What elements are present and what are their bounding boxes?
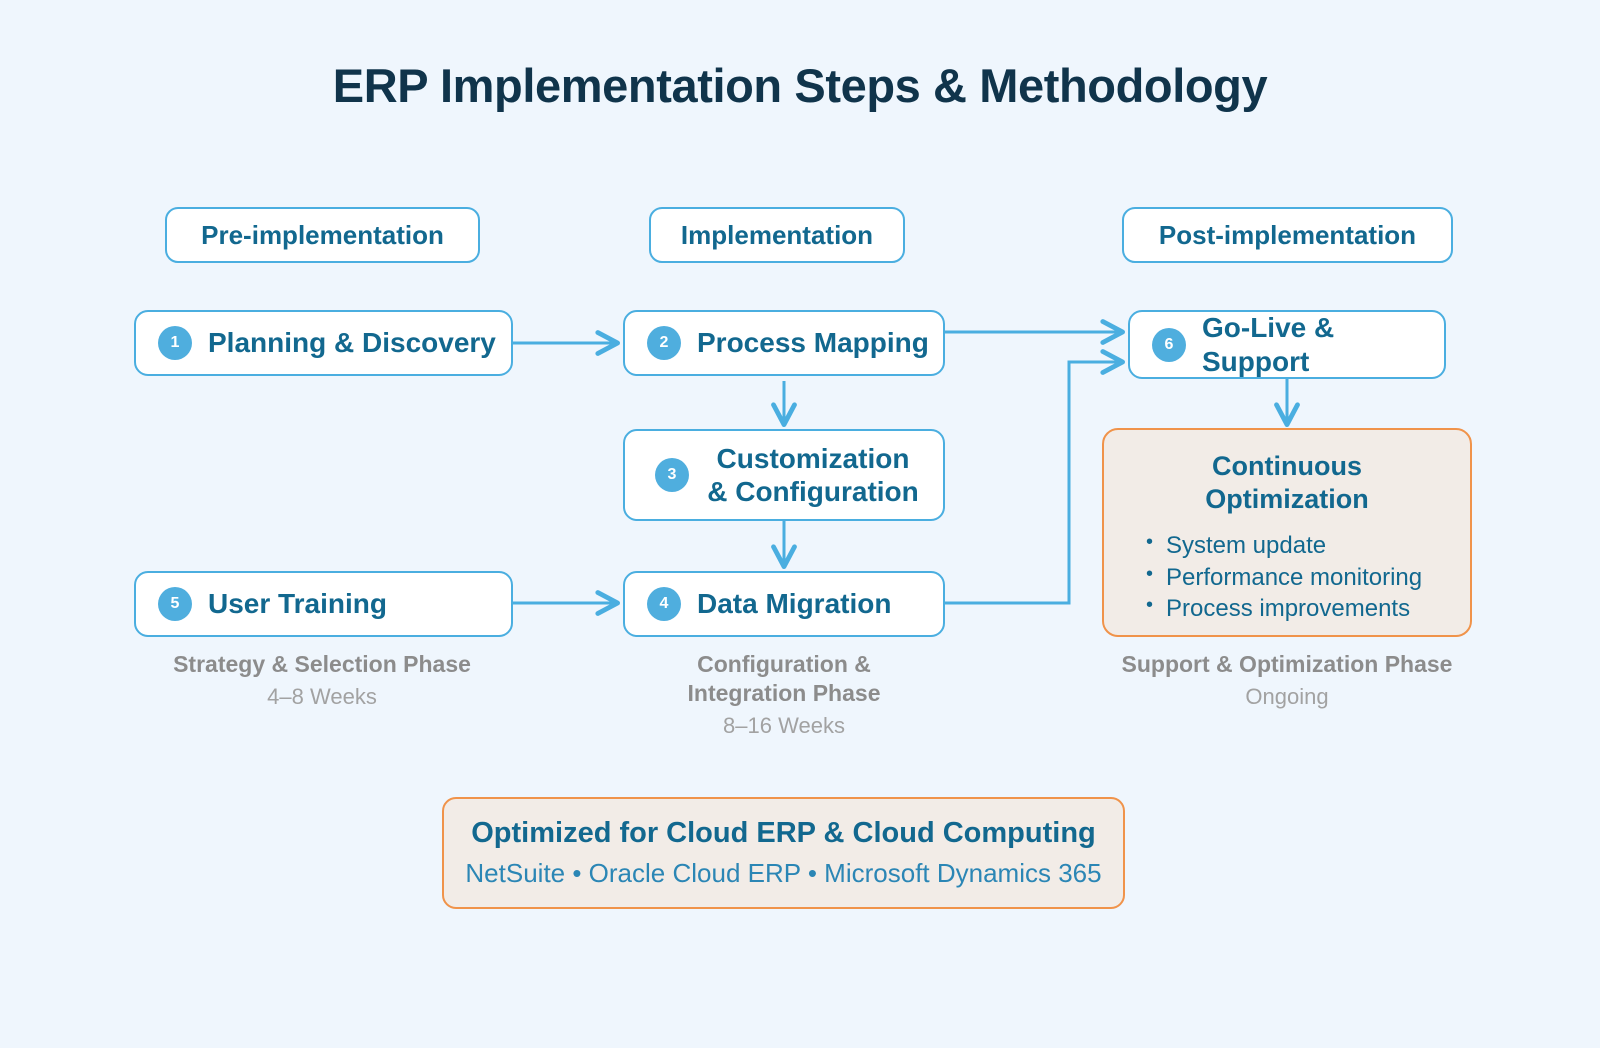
banner-subline: NetSuite • Oracle Cloud ERP • Microsoft … — [465, 858, 1102, 888]
optimization-title: Continuous Optimization — [1205, 451, 1369, 514]
step-box-process-mapping[interactable]: 2 Process Mapping — [623, 310, 945, 376]
phase-header-implementation: Implementation — [649, 207, 905, 263]
banner-headline: Optimized for Cloud ERP & Cloud Computin… — [471, 817, 1096, 849]
step-box-customization-configuration[interactable]: 3 Customization & Configuration — [623, 429, 945, 521]
phase-caption-implementation: Configuration & Integration Phase 8–16 W… — [623, 650, 945, 739]
caption-duration: Ongoing — [1245, 684, 1329, 710]
step-box-planning-discovery[interactable]: 1 Planning & Discovery — [134, 310, 513, 376]
phase-header-post-implementation: Post-implementation — [1122, 207, 1453, 263]
step-label: Go-Live & Support — [1202, 312, 1335, 377]
page-title: ERP Implementation Steps & Methodology — [332, 59, 1268, 112]
cloud-erp-banner: Optimized for Cloud ERP & Cloud Computin… — [442, 797, 1125, 909]
list-item: Performance monitoring — [1104, 561, 1470, 594]
optimization-bullet-list: System update Performance monitoring Pro… — [1104, 529, 1470, 625]
caption-duration: 4–8 Weeks — [267, 684, 377, 710]
step-label: User Training — [208, 588, 387, 620]
step-number-badge: 6 — [1152, 327, 1186, 362]
step-box-user-training[interactable]: 5 User Training — [134, 571, 513, 637]
list-item: System update — [1104, 529, 1470, 562]
step-label: Customization & Configuration — [707, 442, 919, 507]
step-number-badge: 1 — [158, 326, 192, 360]
caption-phase-name: Support & Optimization Phase — [1121, 651, 1453, 677]
step-box-data-migration[interactable]: 4 Data Migration — [623, 571, 945, 637]
step-number-badge: 2 — [647, 326, 681, 360]
phase-header-pre-implementation: Pre-implementation — [165, 207, 480, 263]
list-item: Process improvements — [1104, 592, 1470, 625]
step-number-badge: 3 — [655, 458, 689, 492]
phase-caption-pre-implementation: Strategy & Selection Phase 4–8 Weeks — [132, 650, 512, 710]
caption-duration: 8–16 Weeks — [723, 713, 845, 739]
arrow-migration-to-golive — [945, 349, 1125, 605]
phase-caption-post-implementation: Support & Optimization Phase Ongoing — [1097, 650, 1477, 710]
phase-header-label: Implementation — [680, 219, 874, 250]
step-label: Planning & Discovery — [208, 327, 496, 359]
phase-header-label: Pre-implementation — [201, 219, 444, 250]
step-number-badge: 5 — [158, 587, 192, 621]
step-label: Process Mapping — [697, 327, 929, 359]
phase-header-label: Post-implementation — [1158, 219, 1417, 250]
step-number-badge: 4 — [647, 587, 681, 621]
caption-phase-name: Strategy & Selection Phase — [173, 651, 471, 677]
step-box-go-live-support[interactable]: 6 Go-Live & Support — [1128, 310, 1446, 379]
step-label: Data Migration — [697, 588, 892, 620]
caption-phase-name: Configuration & Integration Phase — [687, 651, 881, 707]
continuous-optimization-card: Continuous Optimization System update Pe… — [1102, 428, 1472, 637]
